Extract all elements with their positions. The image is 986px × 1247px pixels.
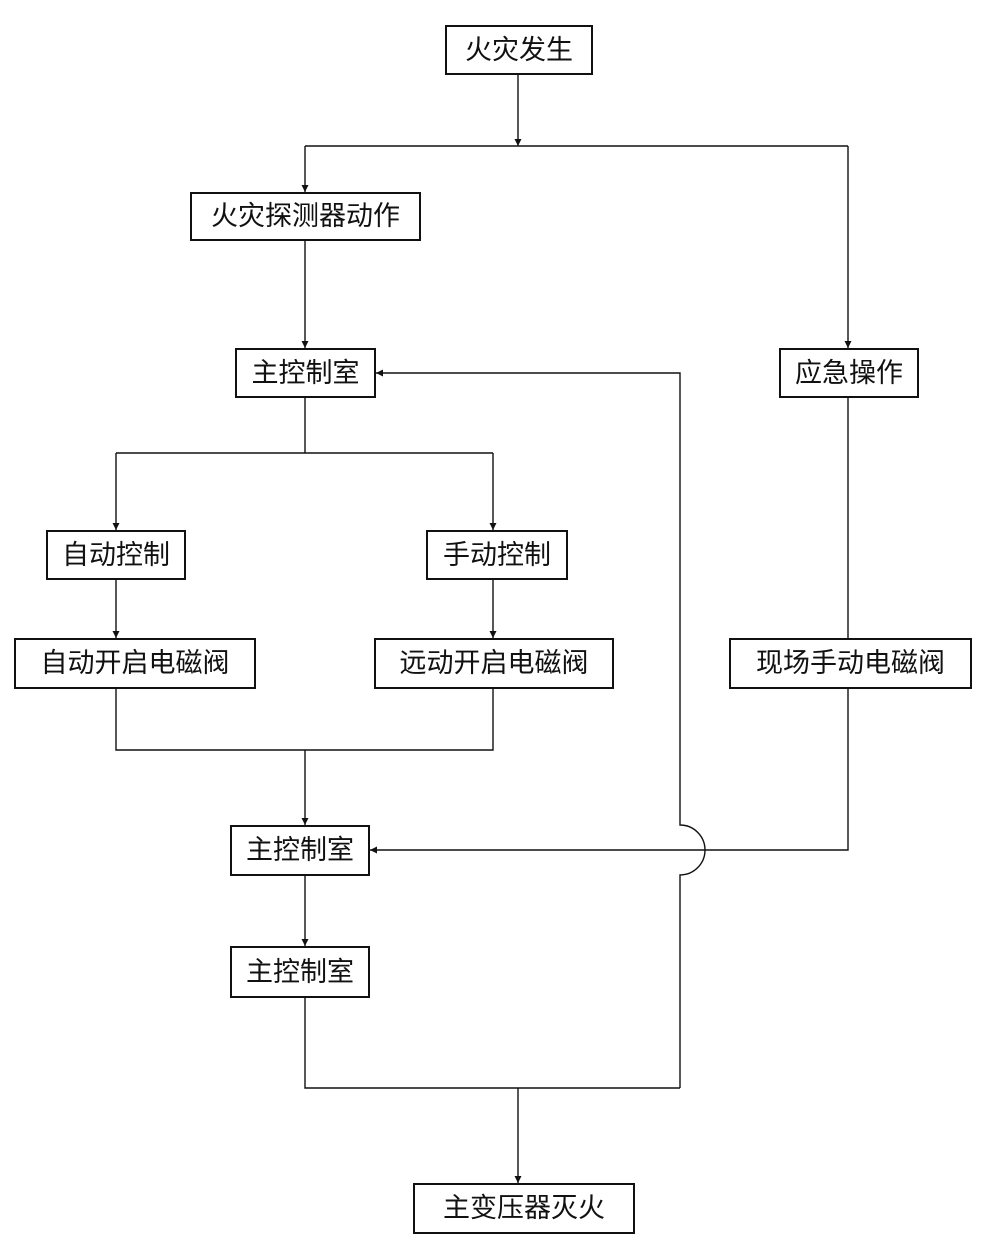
node-emergency-operation: 应急操作 bbox=[779, 348, 919, 398]
edge-main3-bottom bbox=[304, 997, 680, 1089]
node-main-control-3: 主控制室 bbox=[230, 946, 370, 998]
node-auto-control: 自动控制 bbox=[46, 530, 186, 580]
node-main-control-2: 主控制室 bbox=[230, 825, 370, 876]
node-transformer-extinguish: 主变压器灭火 bbox=[413, 1183, 635, 1234]
edge-valves-merge bbox=[115, 688, 494, 751]
node-remote-open-valve: 远动开启电磁阀 bbox=[374, 638, 614, 689]
node-detector-action: 火灾探测器动作 bbox=[190, 192, 421, 241]
node-onsite-manual-valve: 现场手动电磁阀 bbox=[729, 638, 972, 689]
edge-feedback-main1 bbox=[376, 369, 706, 1088]
node-main-control-1: 主控制室 bbox=[235, 348, 376, 398]
node-fire-occurs: 火灾发生 bbox=[445, 25, 593, 75]
node-auto-open-valve: 自动开启电磁阀 bbox=[14, 638, 256, 689]
node-manual-control: 手动控制 bbox=[426, 530, 568, 580]
edge-onsite-main2 bbox=[370, 688, 849, 854]
